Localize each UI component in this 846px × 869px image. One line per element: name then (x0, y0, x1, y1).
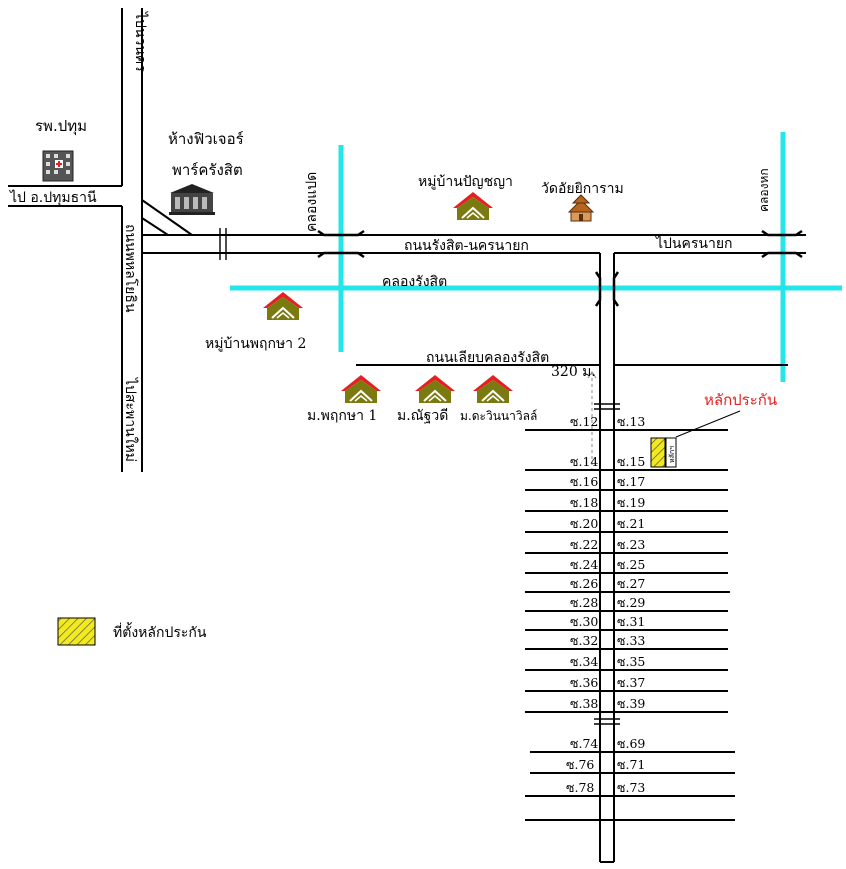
soi-right: ซ.31 (617, 614, 645, 629)
soi-left: ซ.36 (570, 675, 598, 690)
soi-left: ซ.14 (570, 454, 598, 469)
house-icon (262, 291, 304, 321)
khlong-hok-label: คลองหก (757, 168, 771, 212)
distance-marker: 320 ม. (551, 364, 597, 470)
soi-right: ซ.69 (617, 736, 645, 751)
phahonyothin-road (121, 8, 143, 472)
soi-left: ซ.26 (570, 576, 598, 591)
village-pruksa1-label: ม.พฤกษา 1 (307, 408, 377, 424)
soi-left: ซ.28 (570, 595, 598, 610)
house-icon (472, 374, 514, 404)
connector-road (141, 199, 193, 236)
temple-label: วัดอัยยิการาม (541, 181, 624, 197)
soi-left: ซ.34 (570, 654, 598, 669)
village-thawin-label: ม.ดะวินนาวิลล์ (460, 409, 537, 423)
hospital-building-icon (42, 150, 74, 182)
soi-left: ซ.32 (570, 633, 598, 648)
soi-right: ซ.13 (617, 414, 645, 429)
soi-right: ซ.71 (617, 757, 645, 772)
house-icon (452, 191, 494, 221)
rangsit-nakhonnayok-label: ถนนรังสิต-นครนายก (404, 238, 529, 254)
soi-left: ซ.20 (570, 516, 598, 531)
soi-right: ซ.15 (617, 454, 645, 469)
soi-left: ซ.38 (570, 696, 598, 711)
khlong-rangsit-label: คลองรังสิต (382, 274, 447, 290)
soi-right: ซ.35 (617, 654, 645, 669)
site-label: หลักประกัน (704, 391, 777, 409)
soi-left: ซ.76 (566, 757, 594, 772)
soi-left: ซ.30 (570, 614, 598, 629)
soi-right: ซ.23 (617, 537, 645, 552)
soi-left: ซ.78 (566, 780, 594, 795)
soi-right: ซ.39 (617, 696, 645, 711)
canal-side-road-label: ถนนเลียบคลองรังสิต (426, 350, 549, 366)
house-icon (414, 374, 456, 404)
to-old-saphan-label: ไปสะพานใหม่ (122, 377, 139, 462)
soi-right: ซ.25 (617, 557, 645, 572)
soi-left: ซ.12 (570, 414, 598, 429)
soi-left: ซ.74 (570, 736, 598, 751)
soi-right: ซ.27 (617, 576, 645, 591)
legend-swatch (57, 617, 96, 646)
soi-lanes (525, 429, 735, 821)
soi-left: ซ.18 (570, 495, 598, 510)
pathumthani-road (8, 185, 122, 207)
legend-site-label: ที่ตั้งหลักประกัน (113, 622, 207, 641)
to-nakhon-label: ไปนวนคร (132, 11, 149, 72)
soi-right: ซ.33 (617, 633, 645, 648)
mall-building-icon (169, 184, 215, 215)
village-nathawadi-label: ม.ณัฐวดี (397, 408, 448, 424)
site-box-text: หลักฯ (668, 446, 676, 463)
distance-label: 320 ม. (551, 364, 596, 380)
soi-left: ซ.24 (570, 557, 598, 572)
mall-label-line1: ห้างฟิวเจอร์ (168, 130, 244, 148)
to-nakhonnayok-label: ไปนครนายก (655, 235, 733, 252)
khlong-paet-label: คลองแปด (304, 172, 320, 232)
temple-icon (567, 194, 595, 222)
mall-label-line2: พาร์ครังสิต (172, 161, 243, 179)
soi-right: ซ.29 (617, 595, 645, 610)
village-pruksa2-label: หมู่บ้านพฤกษา 2 (205, 336, 306, 352)
soi-right: ซ.17 (617, 474, 645, 489)
road-break-mark (219, 228, 227, 260)
house-icon (340, 374, 382, 404)
soi-left: ซ.22 (570, 537, 598, 552)
soi-left: ซ.16 (570, 474, 598, 489)
phahonyothin-label: ถนนพหลโยธิน (122, 224, 139, 313)
soi-right: ซ.21 (617, 516, 645, 531)
soi-right: ซ.73 (617, 780, 645, 795)
to-pathumthani-label: ไป อ.ปทุมธานี (9, 189, 97, 206)
hospital-label: รพ.ปทุม (35, 117, 87, 136)
soi-labels: ซ.12 ซ.13 ซ.14 ซ.15 ซ.16 ซ.17 ซ.18 ซ.19 … (566, 414, 645, 795)
legend: ที่ตั้งหลักประกัน (57, 617, 207, 646)
village-panyachaya-label: หมู่บ้านปัญชญา (418, 174, 513, 190)
road-break-mark (594, 403, 620, 725)
main-soi-road (599, 253, 615, 863)
soi-right: ซ.37 (617, 675, 645, 690)
soi-right: ซ.19 (617, 495, 645, 510)
site-marker: หลักฯ หลักประกัน (650, 391, 777, 468)
